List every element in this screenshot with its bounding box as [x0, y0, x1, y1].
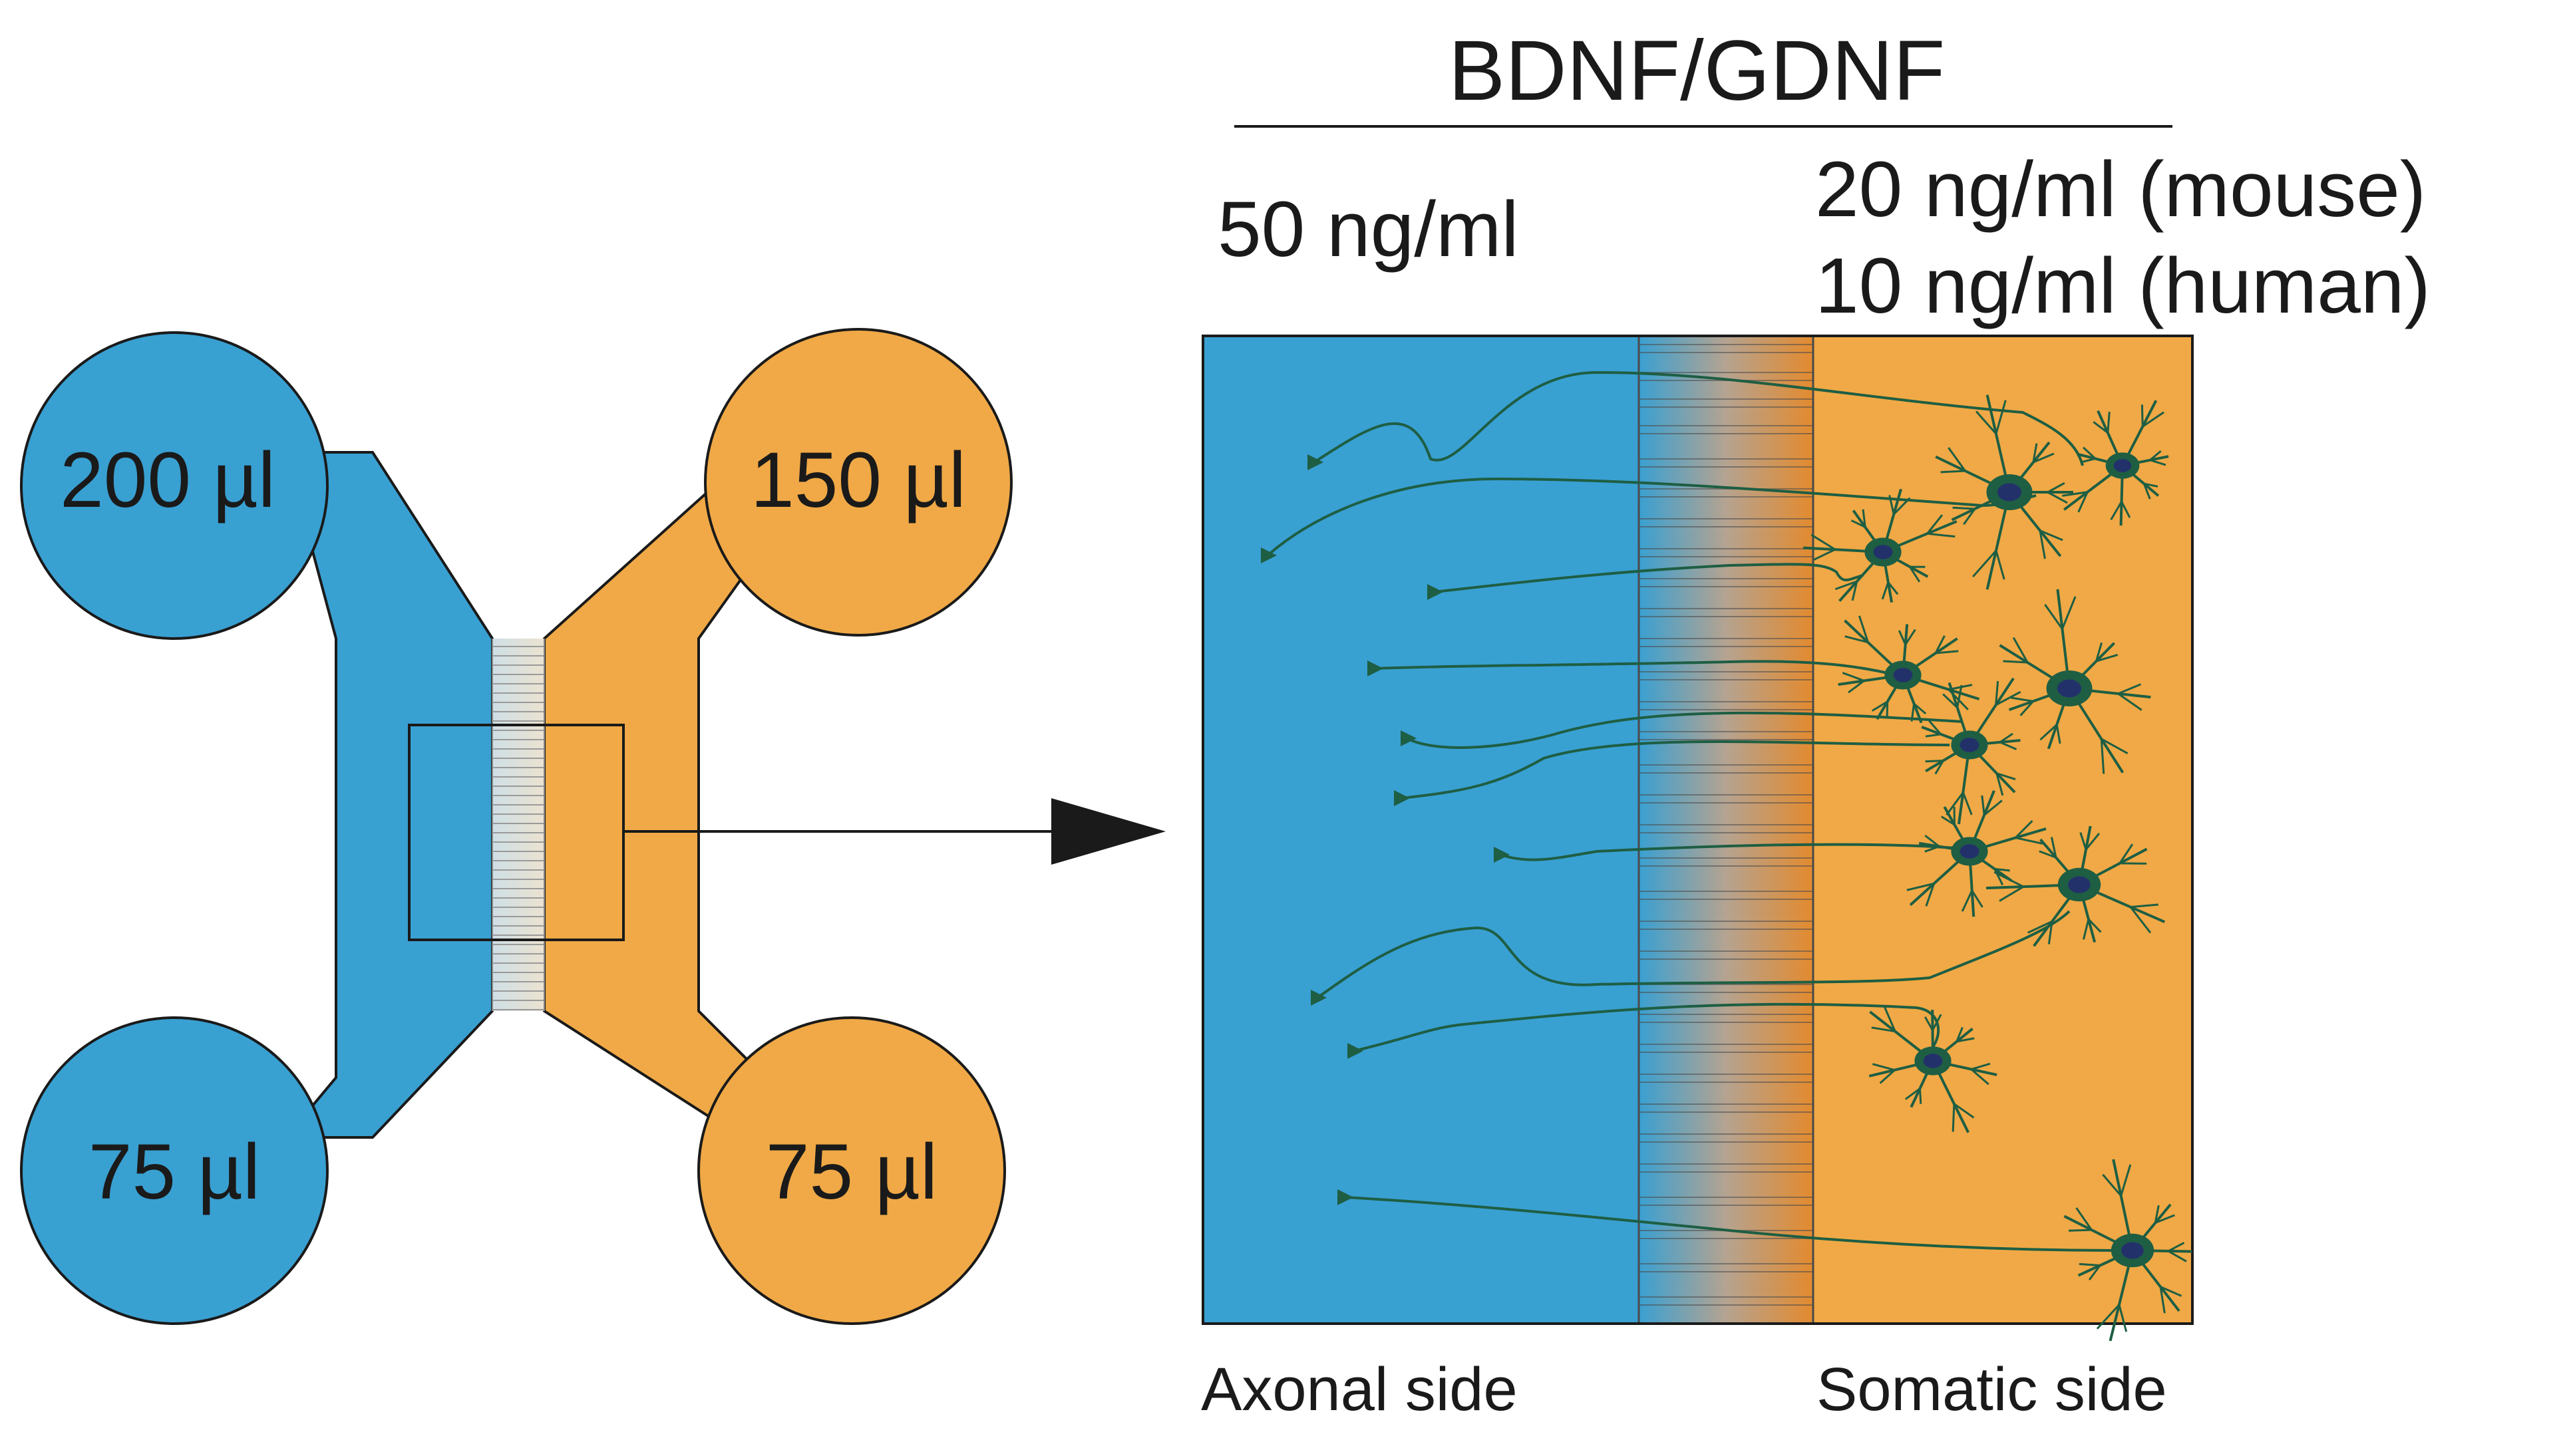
axon	[1313, 370, 2084, 466]
well-bottom-left	[20, 1016, 329, 1325]
axon	[1373, 660, 1897, 676]
axon	[1316, 910, 2071, 999]
well-label-bottom-left: 75 µl	[88, 1128, 260, 1216]
neuron-icon	[1868, 1005, 1997, 1133]
axon-terminal-icon	[1311, 990, 1327, 1006]
axon-terminal-icon	[1337, 1189, 1353, 1205]
somatic-concentration-mouse: 20 ng/ml (mouse)	[1815, 146, 2426, 233]
axonal-compartment	[1203, 336, 1639, 1324]
neuron-icon	[1921, 677, 2021, 825]
microgroove-barrier	[492, 639, 544, 1011]
axon	[1353, 1002, 1940, 1052]
axon-terminal-icon	[1261, 547, 1277, 563]
microgroove-channels	[1202, 335, 2194, 1325]
axon	[1433, 563, 1864, 593]
axonal-channel	[283, 451, 494, 1139]
axonal-side-label: Axonal side	[1201, 1356, 1518, 1423]
axon-terminal-icon	[1307, 454, 1323, 470]
axon	[1407, 711, 1964, 749]
somatic-concentration-human: 10 ng/ml (human)	[1815, 242, 2431, 330]
neuron-icon	[1906, 790, 2047, 917]
axon-terminal-icon	[1494, 847, 1510, 863]
zoomed-panel: BDNF/GDNF 50 ng/ml 20 ng/ml (mouse) 10 n…	[1201, 23, 2431, 1423]
well-bottom-right	[697, 1016, 1006, 1325]
axon-terminal-icon	[1427, 584, 1443, 600]
axon-terminals	[1261, 454, 1510, 1205]
axon-terminal-icon	[1367, 660, 1383, 676]
neuron-icon	[1986, 825, 2166, 947]
somatic-side-label: Somatic side	[1816, 1356, 2167, 1423]
neuron-icon	[2063, 1159, 2192, 1342]
well-top-right	[704, 328, 1013, 637]
chamber-device: 200 µl 75 µl 150 µl 75 µl	[20, 328, 1166, 1325]
factor-heading: BDNF/GDNF	[1449, 23, 1946, 118]
axon-terminal-icon	[1347, 1043, 1363, 1059]
panel-border	[1202, 335, 2194, 1325]
microgroove-lines	[492, 639, 545, 1011]
axon	[1400, 740, 1950, 800]
well-top-left	[20, 331, 329, 640]
well-label-bottom-right: 75 µl	[766, 1128, 938, 1216]
axon	[1343, 1196, 2123, 1252]
zoom-arrow-icon	[623, 798, 1166, 865]
axon	[1500, 843, 1957, 861]
neuron-icon	[1999, 589, 2151, 774]
neuron-icon	[1935, 394, 2073, 590]
microgroove-region	[1639, 336, 1813, 1324]
neurons	[1803, 394, 2192, 1342]
neuron-icon	[1803, 488, 1958, 603]
axon-terminal-icon	[1394, 790, 1410, 806]
well-label-top-left: 200 µl	[60, 436, 275, 524]
axon-terminal-icon	[1401, 730, 1417, 746]
axonal-concentration: 50 ng/ml	[1218, 186, 1519, 273]
well-label-top-right: 150 µl	[751, 436, 966, 524]
neuron-icon	[2062, 400, 2169, 526]
axon-paths	[1266, 370, 2123, 1252]
